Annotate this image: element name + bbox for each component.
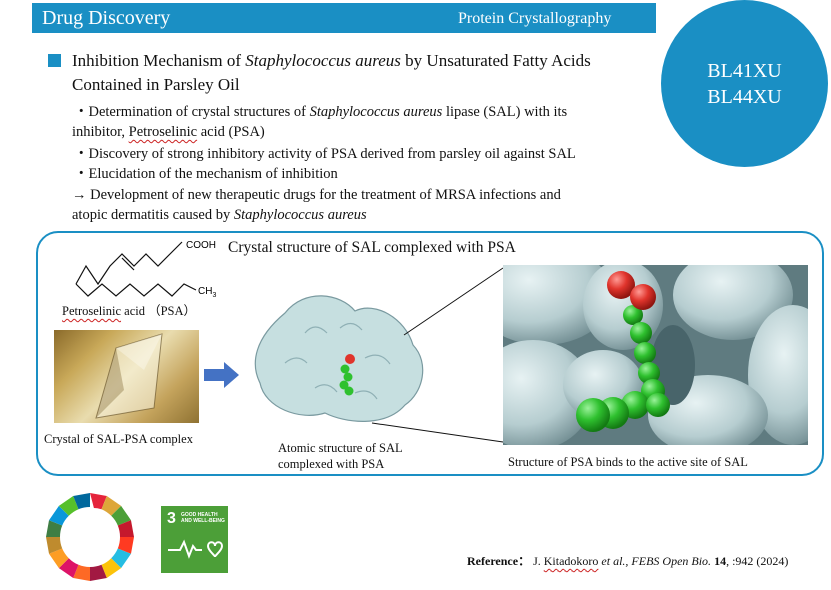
psa-term: Petroselinic xyxy=(62,304,122,318)
psa-oxygen-atom xyxy=(345,354,355,364)
psa-formula-diagram: COOH CH3 xyxy=(75,240,216,298)
figure-panel xyxy=(36,231,824,476)
carbon-chain-upper xyxy=(75,241,183,286)
point-text: acid (PSA) xyxy=(197,124,265,140)
zoom-caption: Structure of PSA binds to the active sit… xyxy=(508,455,748,469)
double-bond-line xyxy=(121,257,135,271)
header-title: Drug Discovery xyxy=(42,7,171,29)
title-text: Contained in Parsley Oil xyxy=(72,75,240,94)
figure-title: Crystal structure of SAL complexed with … xyxy=(228,239,516,256)
reference-volume: 14 xyxy=(711,554,727,568)
beamline-label: BL44XU xyxy=(707,85,782,108)
active-site-render xyxy=(503,265,808,445)
sal-caption: Atomic structure of SAL complexed with P… xyxy=(278,440,403,472)
sdg-goal-text: GOOD HEALTH AND WELL-BEING xyxy=(181,512,225,524)
psa-caption: Petroselinic acid （PSA） xyxy=(62,300,196,319)
heartbeat-icon xyxy=(168,539,224,559)
sal-caption-line: complexed with PSA xyxy=(278,457,385,471)
psa-carbon-atom xyxy=(340,364,350,374)
reference-journal: FEBS Open Bio. xyxy=(631,554,712,568)
header-category: Protein Crystallography xyxy=(458,10,612,27)
point-term: Petroselinic xyxy=(128,124,198,140)
sdg-goal-3-tile xyxy=(161,506,228,573)
point-text: ・Determination of crystal structures of xyxy=(74,104,310,120)
point-2: ・Discovery of strong inhibitory activity… xyxy=(74,146,576,162)
oxygen-sphere xyxy=(630,284,656,310)
crystal-caption: Crystal of SAL-PSA complex xyxy=(44,432,193,446)
title-text: by Unsaturated Fatty Acids xyxy=(400,51,591,70)
ch3-label: CH3 xyxy=(198,286,216,298)
crystal-photo xyxy=(54,330,199,423)
reference-pages: , :942 (2024) xyxy=(726,554,789,568)
cooh-label: COOH xyxy=(186,240,216,251)
title-species: Staphylococcus aureus xyxy=(245,51,401,70)
carbon-chain-lower xyxy=(75,283,197,297)
point-4-cont: atopic dermatitis caused by Staphylococc… xyxy=(72,206,367,225)
header-bar xyxy=(32,3,656,33)
point-1: ・Determination of crystal structures of … xyxy=(74,103,567,122)
point-text: lipase (SAL) with its xyxy=(442,104,568,120)
sal-surface-structure xyxy=(254,295,424,422)
point-text: inhibitor, xyxy=(72,124,129,140)
active-site-closeup xyxy=(503,265,808,445)
psa-carbon-atom xyxy=(339,380,349,390)
title-text: Inhibition Mechanism of xyxy=(72,51,246,70)
point-4: → Development of new therapeutic drugs f… xyxy=(72,187,561,203)
oxygen-sphere xyxy=(607,271,635,299)
psa-carbon-atom xyxy=(343,372,353,382)
reference-label: Reference： xyxy=(467,554,531,568)
point-text: atopic dermatitis caused by xyxy=(72,207,234,223)
beamline-badge: BL41XU BL44XU xyxy=(661,0,828,167)
reference-author: Kitadokoro xyxy=(543,554,599,568)
reference-etal: et al., xyxy=(598,554,632,568)
reference-text: J. xyxy=(530,554,544,568)
beamline-label: BL41XU xyxy=(707,59,782,82)
point-1-cont: inhibitor, Petroselinic acid (PSA) xyxy=(72,123,265,142)
arrow-right-icon xyxy=(204,362,239,388)
sal-caption-line: Atomic structure of SAL xyxy=(278,441,403,455)
point-3: ・Elucidation of the mechanism of inhibit… xyxy=(74,166,338,182)
crystal-shape xyxy=(95,333,163,419)
sdg-wheel-logo xyxy=(46,493,134,581)
point-species: Staphylococcus aureus xyxy=(233,207,367,223)
main-title: Inhibition Mechanism of Staphylococcus a… xyxy=(72,49,662,97)
title-bullet-icon xyxy=(48,54,61,67)
sdg-goal-number: 3 xyxy=(167,510,176,527)
psa-carbon-atom xyxy=(344,386,354,396)
reference-citation: Reference： J. Kitadokoro et al., FEBS Op… xyxy=(467,552,788,569)
point-species: Staphylococcus aureus xyxy=(309,104,443,120)
psa-rest: acid （PSA） xyxy=(121,304,197,318)
